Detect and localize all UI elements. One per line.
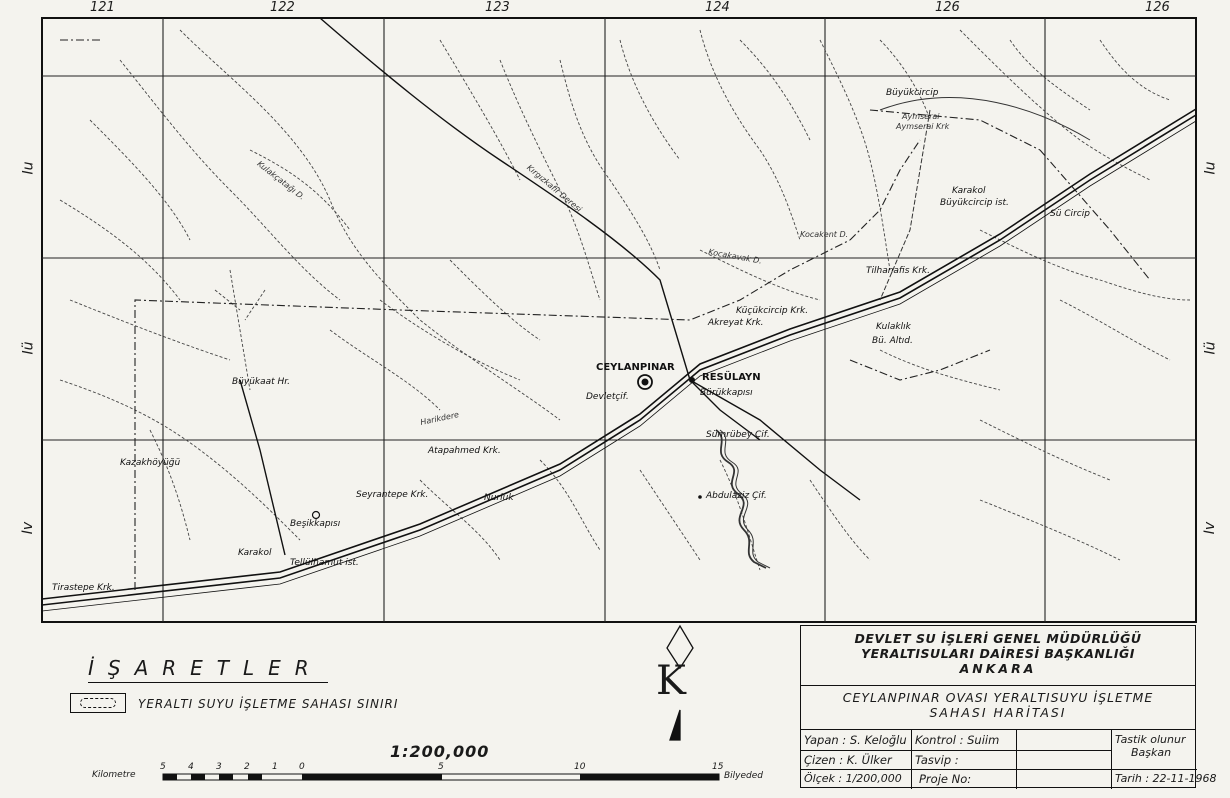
place-label: Küçükcircip Krk. <box>736 306 809 316</box>
abdulaziz-marker <box>698 495 702 499</box>
north-arrow <box>666 624 694 741</box>
town-label-resulayn: RESÜLAYN <box>702 372 761 383</box>
tasvip-cell: Tasvip : <box>915 753 959 767</box>
place-label: Seyrantepe Krk. <box>356 490 429 500</box>
railway-corridor <box>41 108 1197 612</box>
place-label: Sü Circip <box>1050 209 1090 219</box>
grid-side-label: Iu <box>1202 161 1219 175</box>
scale-ratio: 1:200,000 <box>390 742 490 761</box>
grid-side-label: Iu <box>20 161 37 175</box>
place-label: Karakol <box>238 548 272 558</box>
town-label-ceylanpinar: CEYLANPINAR <box>596 362 675 373</box>
grid-side-label: Iü <box>1202 341 1219 355</box>
place-label: Kulaklık <box>876 322 911 332</box>
grid-number: 126 <box>935 0 960 15</box>
scale-bar <box>162 773 720 781</box>
scale-tick: 5 <box>438 762 444 772</box>
baskan-cell: Başkan <box>1131 746 1172 759</box>
stream-label: Kocakent D. <box>800 230 849 239</box>
org-line-2: YERALTISULARI DAİRESİ BAŞKANLIĞI <box>861 646 1135 661</box>
org-line-3: ANKARA <box>959 661 1037 676</box>
place-label: Kazakhöyüğü <box>120 458 181 468</box>
main-roads <box>239 17 861 556</box>
legend-underline <box>88 682 328 683</box>
yapan-cell: Yapan : S. Keloğlu <box>804 733 907 747</box>
stream-network <box>59 29 1191 571</box>
place-label: Nurluk <box>484 493 514 503</box>
proje-cell: Proje No: <box>919 772 972 786</box>
scale-tick: 0 <box>299 762 305 772</box>
title-block-org: DEVLET SU İŞLERİ GENEL MÜDÜRLÜĞÜ YERALTI… <box>801 626 1195 686</box>
jirjib-river <box>715 429 767 569</box>
tastik-cell: Tastik olunur <box>1115 733 1186 746</box>
grid-number: 121 <box>90 0 115 15</box>
scale-tick: 2 <box>244 762 250 772</box>
kontrol-cell: Kontrol : Suiim <box>915 733 1000 747</box>
scale-tick: 1 <box>272 762 278 772</box>
scale-tick: 3 <box>216 762 222 772</box>
ceylanpinar-center-dot <box>641 378 649 386</box>
place-label: Atapahmed Krk. <box>428 446 501 456</box>
legend-title: İŞARETLER <box>88 656 323 680</box>
scale-end-label: Bilyeded <box>724 771 764 781</box>
grid-number: 124 <box>705 0 730 15</box>
boundary-symbol-inner <box>80 698 116 708</box>
boundary-symbol-icon <box>70 693 126 713</box>
title-block-map-title: CEYLANPINAR OVASI YERALTISUYU İŞLETME SA… <box>801 686 1195 730</box>
place-label: Abdulaziz Çif. <box>706 491 767 501</box>
scale-tick: 10 <box>574 762 586 772</box>
jirjib-river-bank <box>719 429 771 569</box>
map-title-line-2: SAHASI HARİTASI <box>929 705 1067 720</box>
place-label: Büyükaat Hr. <box>232 377 291 387</box>
place-label: Bürükkapısı <box>700 388 753 398</box>
place-label: Devletçif. <box>586 392 629 402</box>
legend-item-text: YERALTI SUYU İŞLETME SAHASI SINIRI <box>138 697 399 711</box>
ceylanpinar-marker <box>637 374 653 390</box>
north-letter: K <box>656 658 686 704</box>
scale-tick: 4 <box>188 762 194 772</box>
grid-side-label: Iv <box>1202 521 1219 535</box>
secondary-road <box>879 97 1091 141</box>
place-label: Büyükcircip <box>886 88 939 98</box>
place-label: Bü. Altıd. <box>872 336 913 346</box>
place-label: Büyükcircip ist. <box>940 198 1009 208</box>
place-label: Tilhanafis Krk. <box>866 266 930 276</box>
scale-tick: 15 <box>712 762 724 772</box>
grid-number: 126 <box>1145 0 1170 15</box>
olcek-cell: Ölçek : 1/200,000 <box>804 772 902 785</box>
operation-area-boundary <box>60 39 1151 590</box>
grid-side-label: Iü <box>20 341 37 355</box>
grid-number: 122 <box>270 0 295 15</box>
resulayn-marker <box>689 377 695 383</box>
place-label: Akreyat Krk. <box>708 318 764 328</box>
stream-label: Aymserai Krk <box>896 122 950 131</box>
map-title-line-1: CEYLANPINAR OVASI YERALTISUYU İŞLETME <box>842 690 1154 705</box>
place-label: Tellülhamut ist. <box>290 558 359 568</box>
title-block: DEVLET SU İŞLERİ GENEL MÜDÜRLÜĞÜ YERALTI… <box>800 625 1216 789</box>
place-label: Beşikkapısı <box>290 519 341 529</box>
place-label: Sümrübey Çif. <box>706 430 770 440</box>
coordinate-grid <box>42 18 1196 622</box>
cizen-cell: Çizen : K. Ülker <box>804 753 892 767</box>
scale-unit-label: Kilometre <box>92 770 136 780</box>
place-label: Karakol <box>952 186 986 196</box>
grid-side-label: Iv <box>20 521 37 535</box>
scale-tick: 5 <box>160 762 166 772</box>
grid-number: 123 <box>485 0 510 15</box>
place-label: Tirastepe Krk. <box>52 583 115 593</box>
map-frame <box>41 17 1197 623</box>
org-line-1: DEVLET SU İŞLERİ GENEL MÜDÜRLÜĞÜ <box>854 631 1142 646</box>
settlement-marker <box>311 510 321 520</box>
track-road <box>879 109 931 301</box>
stream-label: Aymserai <box>902 112 940 121</box>
tarih-cell: Tarih : 22-11-1968 <box>1115 772 1217 785</box>
